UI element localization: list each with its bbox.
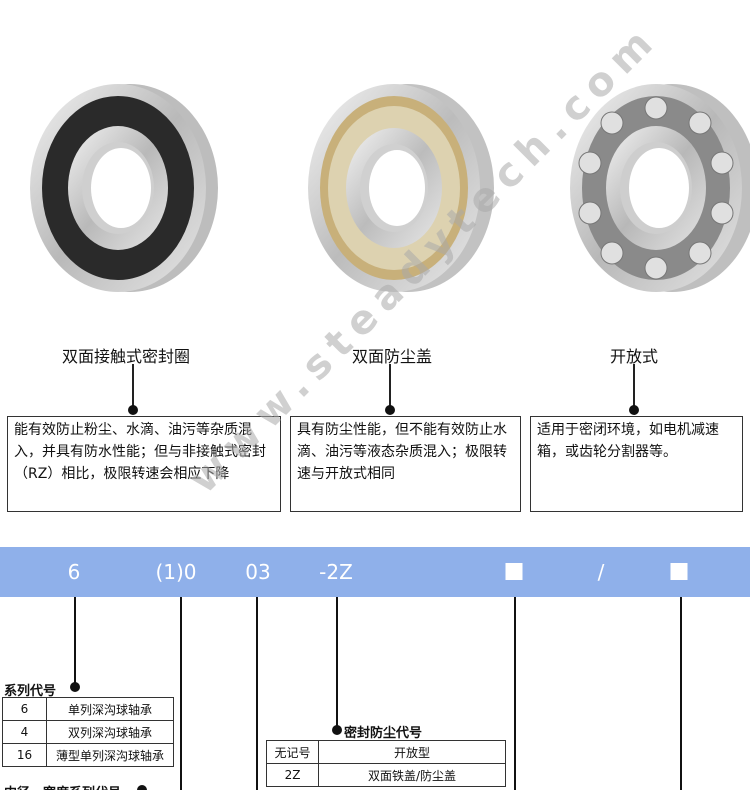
description-shielded: 具有防尘性能，但不能有效防止水滴、油污等液态杂质混入；极限转速与开放式相同	[290, 416, 521, 512]
code-token-bore: 03	[245, 560, 271, 584]
caption-open: 开放式	[609, 347, 659, 366]
caption-shielded: 双面防尘盖	[351, 347, 433, 366]
bearing-image-open	[560, 78, 750, 298]
line-placeholder-1	[514, 597, 516, 790]
seal-code-table: 无记号 开放型 2Z 双面铁盖/防尘盖	[266, 740, 506, 787]
series-code-cell: 4	[2, 720, 47, 744]
line-dot-series	[70, 682, 80, 692]
code-band: 6 (1)0 03 -2Z /	[0, 547, 750, 597]
seal-desc-cell: 双面铁盖/防尘盖	[318, 763, 506, 787]
connector-dot-shielded	[385, 405, 395, 415]
code-placeholder-square-2	[670, 563, 688, 580]
table-row: 16 薄型单列深沟球轴承	[2, 743, 174, 767]
table-row: 无记号 开放型	[266, 740, 506, 764]
connector-dot-open	[629, 405, 639, 415]
line-seal	[336, 597, 338, 730]
line-width	[180, 597, 182, 790]
bore-width-code-dot	[137, 785, 147, 790]
description-sealed: 能有效防止粉尘、水滴、油污等杂质混入，并具有防水性能；但与非接触式密封（RZ）相…	[7, 416, 281, 512]
bearing-image-shielded	[296, 78, 496, 298]
line-dot-seal	[332, 725, 342, 735]
code-token-width: (1)0	[155, 560, 197, 584]
connector-open	[633, 364, 635, 410]
series-code-table: 6 单列深沟球轴承 4 双列深沟球轴承 16 薄型单列深沟球轴承	[2, 697, 174, 767]
series-code-cell: 6	[2, 697, 47, 721]
seal-code-title: 密封防尘代号	[344, 726, 423, 741]
line-series	[74, 597, 76, 687]
description-open: 适用于密闭环境，如电机减速箱，或齿轮分割器等。	[530, 416, 743, 512]
series-desc-cell: 单列深沟球轴承	[46, 697, 174, 721]
code-token-slash: /	[597, 560, 605, 584]
table-row: 2Z 双面铁盖/防尘盖	[266, 763, 506, 787]
code-token-seal: -2Z	[319, 560, 353, 584]
connector-sealed	[132, 364, 134, 410]
series-code-cell: 16	[2, 743, 47, 767]
seal-code-cell: 2Z	[266, 763, 319, 787]
bore-width-code-title: 内径、宽度系列代号	[4, 782, 121, 790]
bearing-image-sealed	[22, 78, 222, 298]
seal-desc-cell: 开放型	[318, 740, 506, 764]
table-row: 6 单列深沟球轴承	[2, 697, 174, 721]
table-row: 4 双列深沟球轴承	[2, 720, 174, 744]
code-token-series: 6	[67, 560, 81, 584]
line-placeholder-2	[680, 597, 682, 790]
line-bore	[256, 597, 258, 790]
seal-code-cell: 无记号	[266, 740, 319, 764]
caption-sealed: 双面接触式密封圈	[61, 347, 191, 366]
connector-shielded	[389, 364, 391, 410]
connector-dot-sealed	[128, 405, 138, 415]
code-placeholder-square-1	[505, 563, 523, 580]
series-code-title: 系列代号	[4, 684, 57, 699]
series-desc-cell: 双列深沟球轴承	[46, 720, 174, 744]
series-desc-cell: 薄型单列深沟球轴承	[46, 743, 174, 767]
